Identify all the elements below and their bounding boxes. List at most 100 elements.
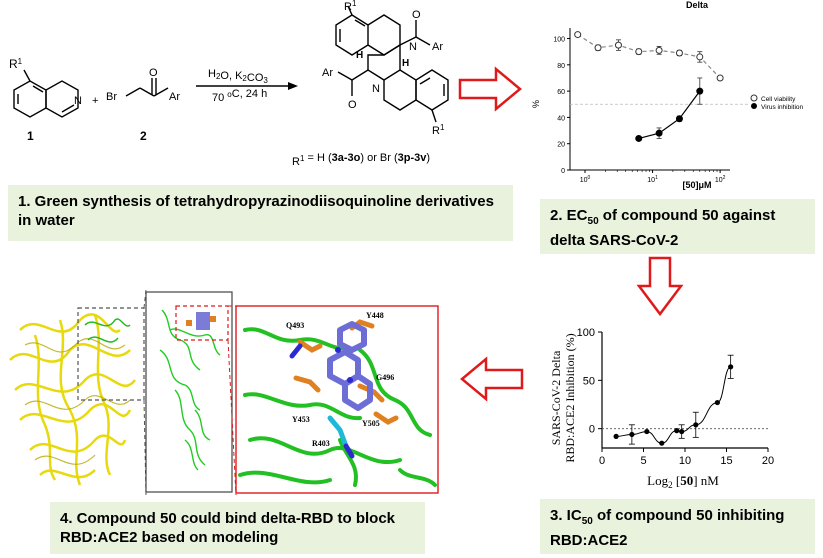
cell-viability-point	[635, 48, 643, 56]
virus-inhibition-point	[675, 115, 683, 123]
product-nitrogen-top: N	[409, 41, 417, 53]
product-substituent-top: R1	[344, 0, 357, 13]
cell-viability-point	[594, 44, 602, 52]
residue-label-y505: Y505	[362, 419, 380, 428]
product-structure	[335, 5, 449, 123]
residue-label-y453: Y453	[292, 415, 310, 424]
ligand-compound-50	[327, 321, 373, 411]
ec50-y-tick-label: 0	[561, 168, 565, 175]
cell-viability-point	[716, 74, 724, 82]
ic50-data-point	[728, 364, 734, 370]
legend-marker-virus-inhibition	[751, 103, 757, 109]
ic50-data-point	[693, 422, 699, 428]
rbd-ribbon-small	[84, 318, 131, 343]
product-aryl-top: Ar	[432, 41, 443, 53]
zoom-box-trimer	[77, 307, 145, 401]
virus-inhibition-point	[696, 87, 704, 95]
cell-viability-point	[655, 46, 663, 54]
legend-marker-cell-viability	[750, 94, 758, 102]
ec50-y-axis-label: %	[531, 100, 541, 108]
reaction-scheme: R1 N 1 + Br O Ar 2 H2O, K2CO3 70 oC, 24 …	[9, 0, 449, 168]
zoom-box-rbd	[175, 305, 229, 341]
flow-arrow-left	[460, 356, 524, 402]
binding-site-ribbon	[238, 327, 437, 487]
legend-cell-viability: Cell viability	[761, 96, 796, 103]
spike-protein-ribbon	[9, 313, 136, 486]
product-nitrogen-bottom: N	[372, 83, 380, 95]
virus-inhibition-point	[635, 134, 643, 142]
ic50-data-point	[613, 433, 619, 439]
cell-viability-point	[675, 49, 683, 57]
ic50-x-tick-label: 10	[679, 455, 691, 467]
ec50-y-tick-label: 100	[553, 37, 565, 44]
compound-1-nitrogen: N	[74, 95, 82, 107]
residue-label-r403: R403	[312, 439, 330, 448]
compound-1-structure	[13, 69, 79, 118]
ic50-y-tick-label: 50	[583, 375, 595, 387]
flow-arrow-right	[458, 66, 522, 112]
residue-label-q493: Q493	[286, 321, 304, 330]
ec50-chart: Delta % [50]μM 0 20 40 60 80 100 100 101 102 Cel…	[531, 0, 804, 190]
product-oxygen-bottom: O	[348, 99, 357, 111]
compound-2-aryl: Ar	[169, 91, 180, 103]
ic50-data-point	[629, 431, 635, 438]
ic50-data-point	[659, 440, 665, 446]
ec50-x-tick-label: 101	[647, 175, 658, 184]
ic50-data-point	[679, 428, 685, 435]
compound-2-oxygen: O	[149, 67, 158, 79]
product-substituent-bottom: R1	[432, 123, 445, 137]
ec50-y-tick-label: 40	[557, 115, 565, 122]
plus-sign: +	[92, 95, 98, 107]
residue-label-y448: Y448	[366, 311, 384, 320]
cell-viability-point	[696, 53, 704, 61]
reaction-conditions-top: H2O, K2CO3	[208, 68, 268, 85]
compound-2-structure	[125, 78, 169, 97]
reaction-arrow	[196, 82, 298, 90]
residue-label-g496: G496	[376, 373, 394, 382]
ic50-fit-line	[616, 366, 731, 444]
cell-viability-point	[614, 41, 622, 49]
cell-viability-point	[574, 31, 582, 39]
ic50-x-axis-label: Log2 [50] nM	[647, 473, 719, 490]
ec50-x-tick-label: 102	[715, 175, 726, 184]
compound-1-substituent: R1	[9, 57, 23, 71]
ec50-x-axis-label: [50]μM	[682, 180, 711, 190]
ic50-data-point	[674, 428, 680, 434]
ic50-x-tick-label: 5	[640, 455, 646, 467]
ic50-y-axis-label-line2: RBD:ACE2 Inhibition (%)	[563, 333, 577, 462]
ec50-x-tick-label: 100	[580, 175, 591, 184]
ic50-y-axis-label-line1: SARS-CoV-2 Delta	[549, 350, 563, 445]
ic50-x-tick-label: 20	[762, 455, 774, 467]
compound-2-label: 2	[140, 129, 147, 143]
ec50-chart-title: Delta	[686, 0, 709, 10]
product-aryl-bottom: Ar	[322, 67, 333, 79]
virus-inhibition-fit-line	[638, 90, 701, 139]
product-hydrogen-left: H	[356, 50, 363, 61]
docking-model: Q493 Y448 G496 Y505 Y453 R403	[9, 290, 439, 495]
ic50-y-tick-label: 0	[589, 424, 595, 436]
virus-inhibition-point	[655, 129, 663, 137]
flow-arrow-down	[636, 256, 684, 317]
caption-step-2: 2. EC50 of compound 50 against delta SAR…	[540, 199, 815, 254]
ic50-data-point	[644, 428, 650, 435]
ec50-y-tick-label: 80	[557, 63, 565, 70]
product-hydrogen-right: H	[402, 58, 409, 69]
caption-step-3: 3. IC50 of compound 50 inhibiting RBD:AC…	[540, 499, 815, 554]
ic50-data-point	[714, 399, 720, 406]
ic50-x-tick-label: 0	[599, 455, 605, 467]
ec50-y-tick-label: 60	[557, 89, 565, 96]
ec50-legend: Cell viability Virus inhibition	[750, 94, 804, 111]
ic50-y-tick-label: 100	[577, 327, 595, 339]
reaction-conditions-bottom: 70 oC, 24 h	[212, 88, 267, 104]
compound-2-bromine: Br	[106, 91, 117, 103]
legend-virus-inhibition: Virus inhibition	[761, 104, 804, 111]
compound-1-label: 1	[27, 129, 34, 143]
ic50-x-tick-label: 15	[720, 455, 732, 467]
caption-step-4: 4. Compound 50 could bind delta-RBD to b…	[50, 502, 425, 554]
product-substituent-note: R1 = H (3a-3o) or Br (3p-3v)	[292, 152, 430, 168]
caption-step-1: 1. Green synthesis of tetrahydropyrazino…	[8, 185, 513, 241]
ligand-small	[186, 312, 216, 330]
ec50-y-tick-label: 20	[557, 142, 565, 149]
ic50-chart: SARS-CoV-2 Delta RBD:ACE2 Inhibition (%)…	[549, 327, 774, 490]
product-oxygen-top: O	[412, 9, 421, 21]
